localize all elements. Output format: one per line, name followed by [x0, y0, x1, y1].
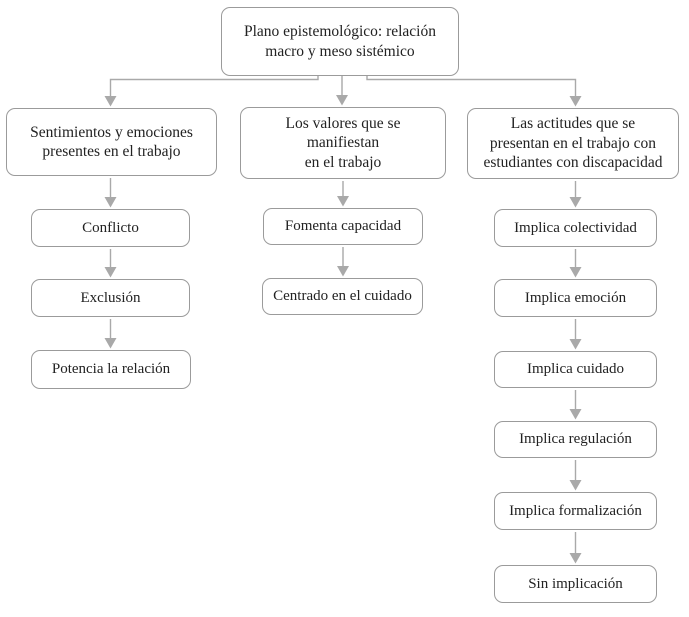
node-implica-cuidado: Implica cuidado — [494, 351, 657, 388]
node-right-column-header: Las actitudes que se presentan en el tra… — [467, 108, 679, 179]
node-implica-formalizacion: Implica formalización — [494, 492, 657, 530]
node-exclusion: Exclusión — [31, 279, 190, 317]
arrow-right-header-to-item1 — [569, 181, 582, 208]
arrow-right-item1-to-item2 — [569, 249, 582, 278]
arrow-left-item2-to-item3 — [104, 319, 117, 349]
node-conflicto: Conflicto — [31, 209, 190, 247]
arrow-root-to-right — [366, 76, 582, 107]
arrow-root-to-left — [104, 76, 319, 107]
node-root: Plano epistemológico: relación macro y m… — [221, 7, 459, 76]
node-implica-colectividad: Implica colectividad — [494, 209, 657, 247]
node-sin-implicacion: Sin implicación — [494, 565, 657, 603]
node-centrado-en-el-cuidado: Centrado en el cuidado — [262, 278, 423, 315]
arrow-right-item2-to-item3 — [569, 319, 582, 350]
arrow-right-item4-to-item5 — [569, 460, 582, 491]
node-middle-column-header: Los valores que se manifiestan en el tra… — [240, 107, 446, 179]
arrow-left-item1-to-item2 — [104, 249, 117, 278]
node-implica-regulacion: Implica regulación — [494, 421, 657, 458]
node-left-column-header: Sentimientos y emociones presentes en el… — [6, 108, 217, 176]
arrow-middle-item1-to-item2 — [337, 247, 349, 277]
node-potencia-la-relacion: Potencia la relación — [31, 350, 191, 389]
arrow-middle-header-to-item1 — [337, 181, 349, 207]
node-fomenta-capacidad: Fomenta capacidad — [263, 208, 423, 245]
arrow-left-header-to-item1 — [104, 178, 117, 208]
arrow-root-to-middle — [336, 76, 348, 106]
arrow-right-item3-to-item4 — [569, 390, 582, 420]
node-implica-emocion: Implica emoción — [494, 279, 657, 317]
arrow-right-item5-to-item6 — [569, 532, 582, 564]
